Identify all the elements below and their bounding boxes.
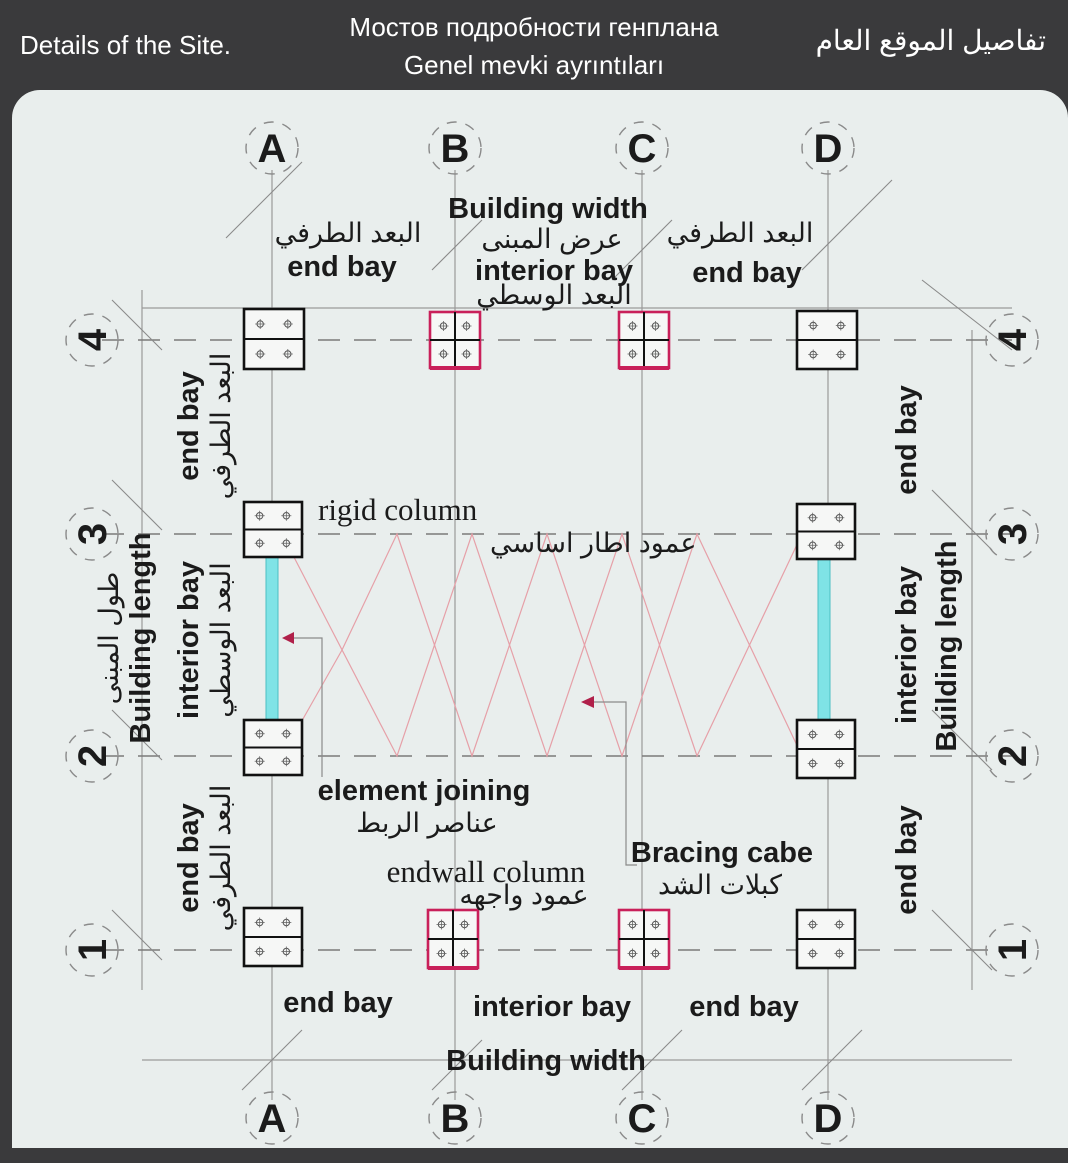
- axis-bubble-bottom-a: A: [245, 1091, 299, 1145]
- axis-bubbles: A A B B C C D D 4 4 3 3 2 2 1 1: [65, 121, 1039, 1145]
- left-interior-bay-label: interior bay: [173, 561, 205, 719]
- axis-bubble-bottom-b: B: [428, 1091, 482, 1145]
- svg-text:D: D: [814, 1097, 843, 1141]
- column-plate-a1: [242, 906, 304, 968]
- dimension-ticks: [111, 161, 1013, 1091]
- bottom-interior-bay-label: interior bay: [473, 991, 631, 1023]
- column-plate-b4: [428, 310, 482, 370]
- column-plate-d3: [795, 502, 857, 561]
- axis-bubble-right-2: 2: [985, 729, 1039, 783]
- svg-text:4: 4: [71, 328, 115, 351]
- column-plate-a3: [242, 500, 304, 559]
- leader-lines: [282, 632, 637, 866]
- axis-bubble-left-2: 2: [65, 729, 119, 783]
- axis-bubble-bottom-d: D: [801, 1091, 855, 1145]
- svg-text:2: 2: [991, 745, 1035, 767]
- bracing-cables: [281, 532, 803, 758]
- left-interior-bay-arabic: البعد الوسطي: [206, 562, 237, 718]
- column-plate-b1: [426, 908, 480, 970]
- axis-bubble-top-d: D: [801, 121, 855, 175]
- title-turkish: Genel mevki ayrıntıları: [403, 50, 665, 80]
- svg-text:C: C: [628, 1097, 657, 1141]
- top-interior-bay-arabic: البعد الوسطي: [476, 280, 632, 311]
- svg-text:D: D: [814, 127, 843, 171]
- axis-bubble-right-4: 4: [985, 313, 1039, 367]
- svg-text:B: B: [441, 1097, 470, 1141]
- bottom-left-end-bay-label: end bay: [283, 987, 393, 1019]
- element-joining-label: element joining: [318, 775, 531, 807]
- bottom-building-width-label: Building width: [446, 1045, 646, 1077]
- column-plate-c4: [617, 310, 671, 370]
- column-plate-d2: [795, 718, 857, 780]
- bracing-cable-label: Bracing cabe: [631, 837, 813, 869]
- bracing-cable-arabic: كبلات الشد: [658, 870, 782, 900]
- top-right-end-bay-label: end bay: [692, 257, 802, 289]
- element-joining-strut-right: [817, 533, 831, 745]
- title-russian: Мостов подробности генплана: [349, 12, 719, 42]
- top-building-width-arabic: عرض المبنى: [481, 224, 622, 255]
- site-plan-panel: A A B B C C D D 4 4 3 3 2 2 1 1 Building width عرض المب…: [12, 90, 1068, 1148]
- element-joining-arabic: عناصر الربط: [356, 808, 498, 839]
- svg-text:A: A: [258, 127, 287, 171]
- axis-bubble-top-b: B: [428, 121, 482, 175]
- top-building-width-label: Building width: [448, 193, 648, 225]
- svg-text:B: B: [441, 127, 470, 171]
- right-interior-bay-label: interior bay: [891, 566, 923, 724]
- left-bottom-end-bay-label: end bay: [173, 803, 205, 913]
- axis-bubble-top-c: C: [615, 121, 669, 175]
- left-top-end-bay-label: end bay: [173, 371, 205, 481]
- column-plate-d4: [795, 309, 859, 371]
- column-plate-d1: [795, 908, 857, 970]
- svg-text:3: 3: [991, 523, 1035, 545]
- top-interior-bay-label: interior bay: [475, 255, 633, 287]
- top-left-end-bay-arabic: البعد الطرفي: [275, 218, 422, 249]
- svg-text:1: 1: [71, 939, 115, 961]
- column-plates: [242, 307, 859, 970]
- title-english: Details of the Site.: [20, 30, 231, 60]
- rigid-column-label: rigid column: [318, 492, 478, 527]
- left-building-length-arabic: طول المبنى: [94, 572, 125, 705]
- right-bottom-end-bay-label: end bay: [891, 805, 923, 915]
- element-joining-strut-left: [265, 533, 279, 745]
- right-top-end-bay-label: end bay: [891, 385, 923, 495]
- svg-text:1: 1: [991, 939, 1035, 961]
- endwall-column-arabic: عمود واجهه: [459, 880, 588, 911]
- left-building-length-label: Building length: [125, 532, 157, 743]
- rigid-column-arabic: عمود اطار اساسي: [490, 528, 696, 559]
- axis-bubble-right-1: 1: [985, 923, 1039, 977]
- right-building-length-label: Building length: [931, 540, 963, 751]
- axis-bubble-left-1: 1: [65, 923, 119, 977]
- left-top-end-bay-arabic: البعد الطرفي: [206, 353, 237, 500]
- svg-text:2: 2: [71, 745, 115, 767]
- axis-bubble-right-3: 3: [985, 507, 1039, 561]
- top-right-end-bay-arabic: البعد الطرفي: [667, 218, 814, 249]
- column-plate-a4: [242, 307, 306, 371]
- site-plan-diagram: A A B B C C D D 4 4 3 3 2 2 1 1 Building width عرض المب…: [65, 121, 1039, 1145]
- svg-text:3: 3: [71, 523, 115, 545]
- axis-bubble-left-4: 4: [65, 313, 119, 367]
- column-plate-c1: [617, 908, 671, 970]
- title-arabic: تفاصيل الموقع العام: [815, 25, 1046, 56]
- top-left-end-bay-label: end bay: [287, 251, 397, 283]
- axis-bubble-bottom-c: C: [615, 1091, 669, 1145]
- bottom-right-end-bay-label: end bay: [689, 991, 799, 1023]
- svg-text:C: C: [628, 127, 657, 171]
- axis-bubble-top-a: A: [245, 121, 299, 175]
- axis-bubble-left-3: 3: [65, 507, 119, 561]
- endwall-column-label: endwall column: [387, 854, 586, 889]
- column-plate-a2: [242, 718, 304, 777]
- left-bottom-end-bay-arabic: البعد الطرفي: [206, 785, 237, 932]
- svg-text:A: A: [258, 1097, 287, 1141]
- svg-text:4: 4: [991, 328, 1035, 351]
